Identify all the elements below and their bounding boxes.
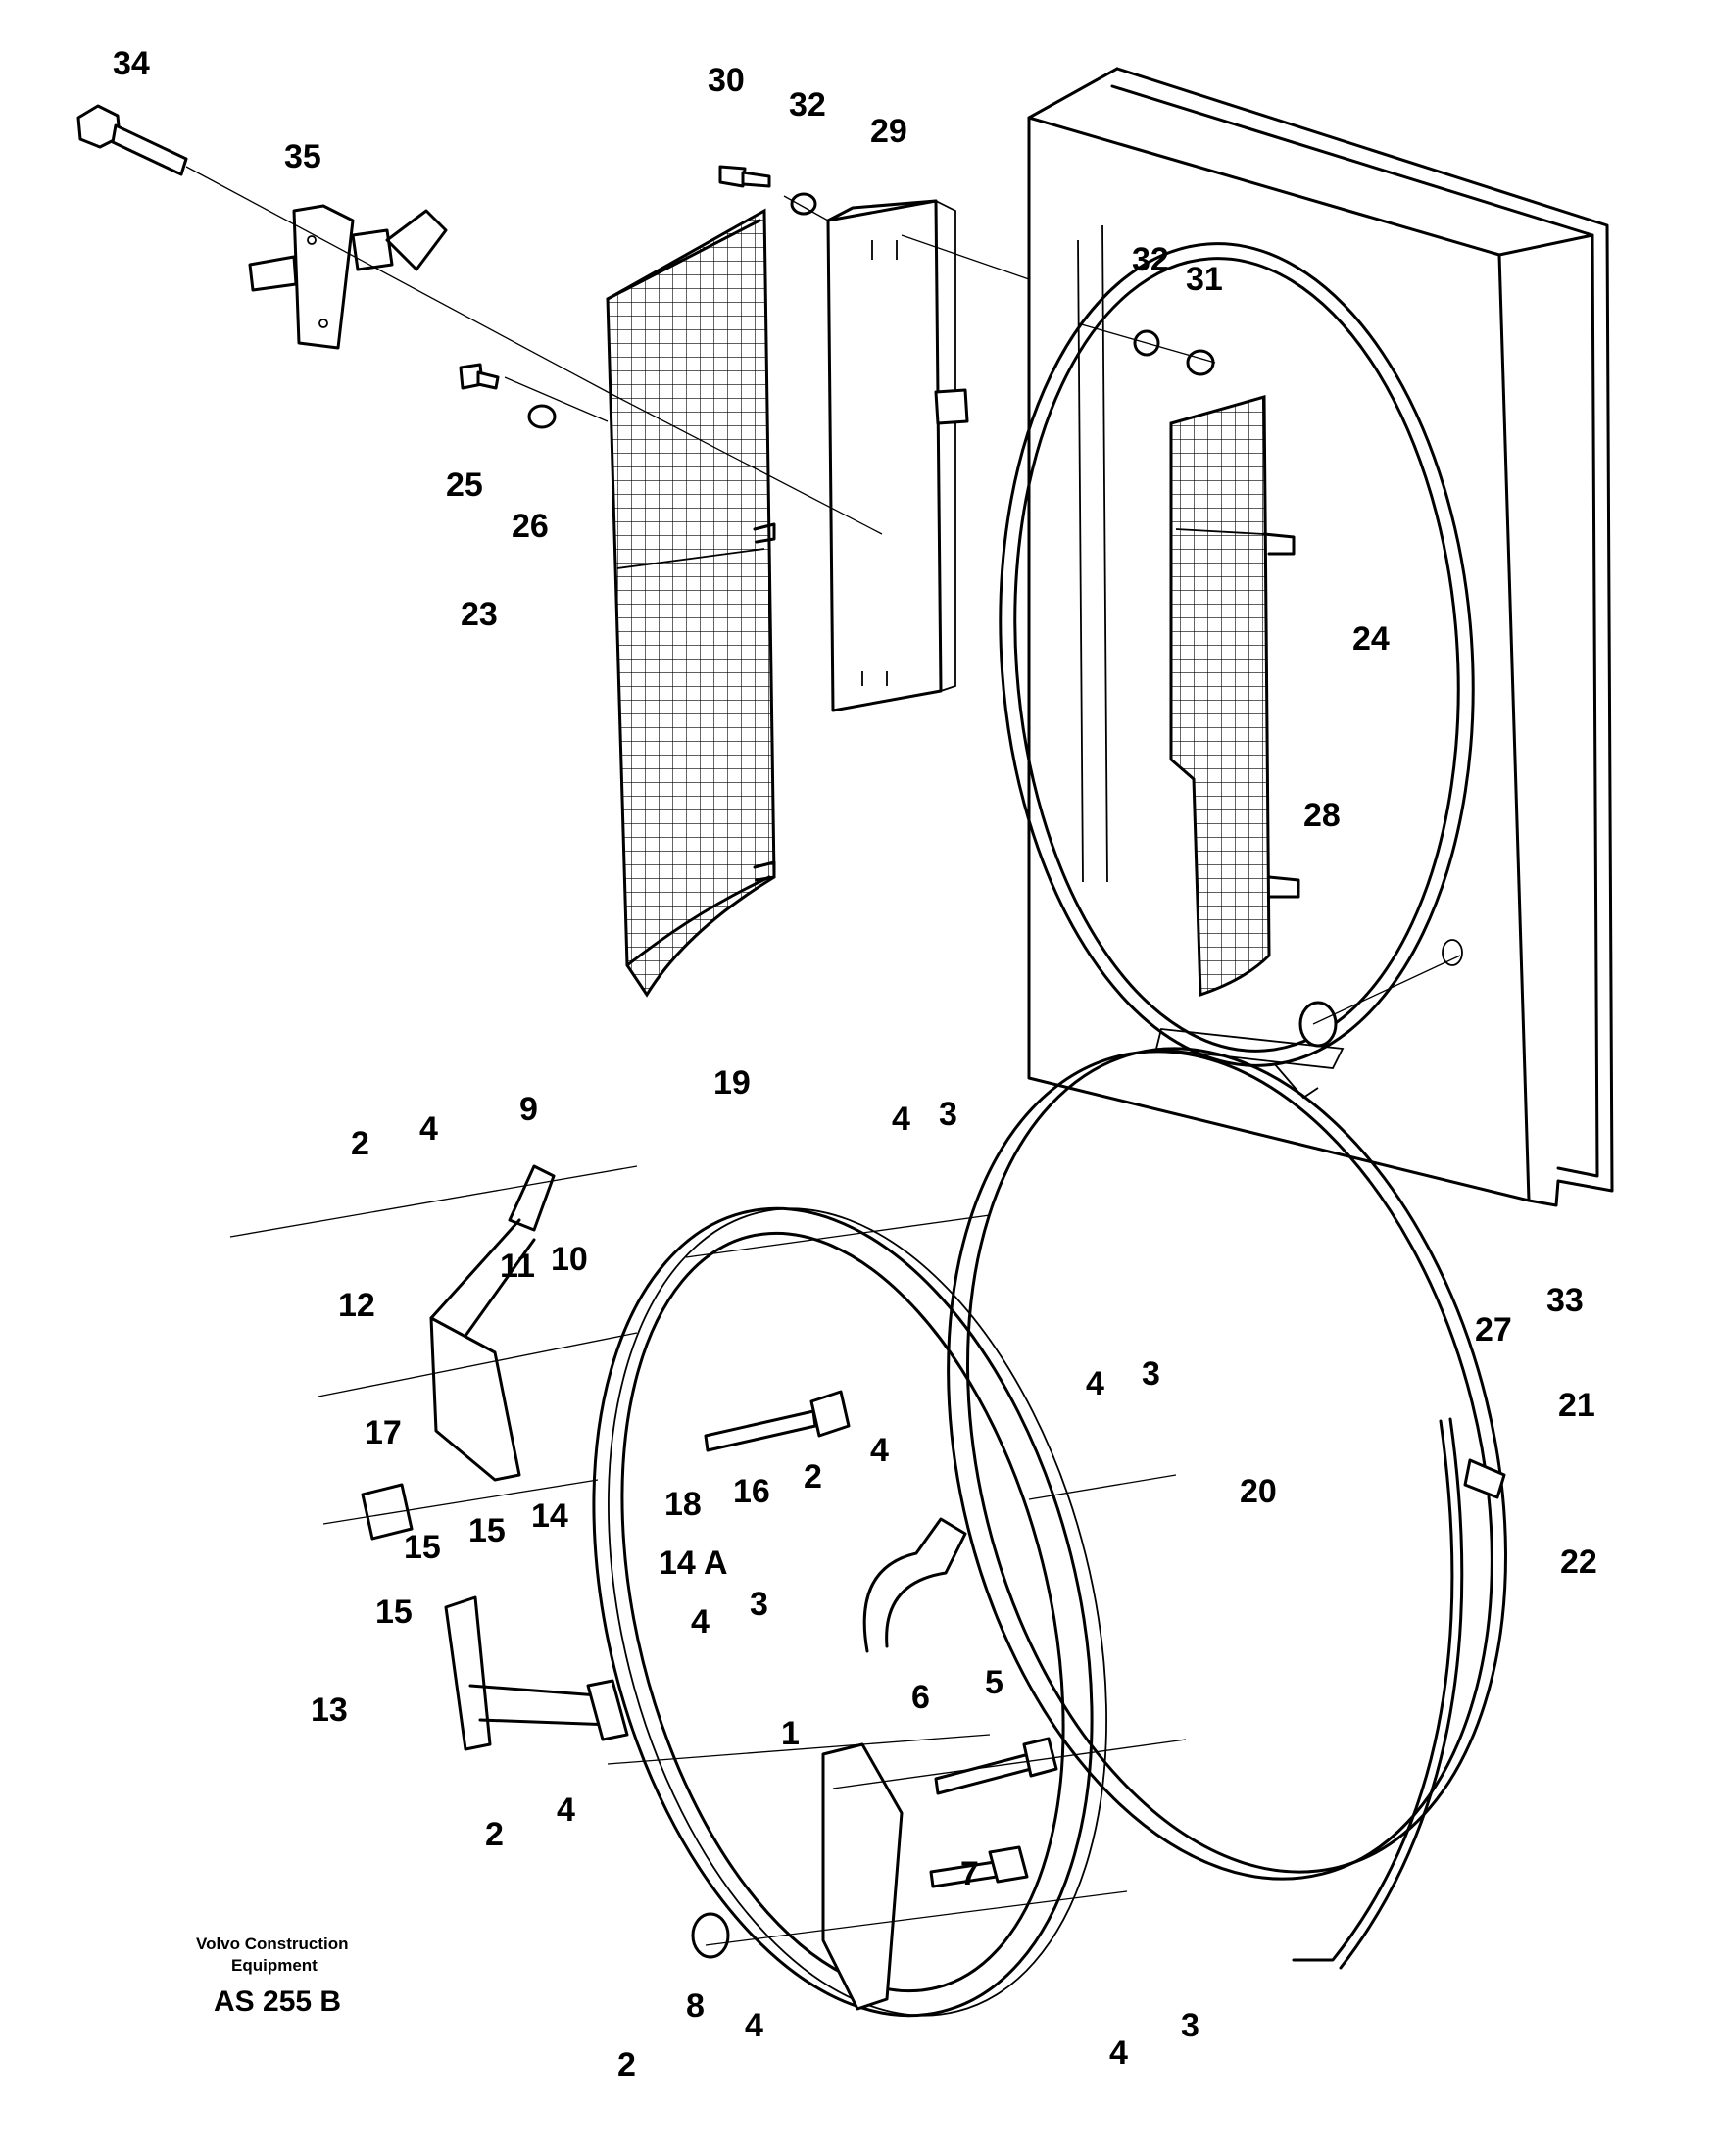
callout-33: 33 bbox=[1546, 1282, 1584, 1319]
callout-2: 2 bbox=[804, 1458, 822, 1495]
bracket-1 bbox=[821, 1517, 967, 2011]
callout-2: 2 bbox=[351, 1125, 369, 1162]
callout-4: 4 bbox=[419, 1110, 438, 1148]
callout-14: 14 bbox=[531, 1497, 568, 1535]
callout-4: 4 bbox=[557, 1791, 575, 1829]
callout-3: 3 bbox=[939, 1096, 957, 1133]
callout-12: 12 bbox=[338, 1287, 375, 1324]
latch-35 bbox=[248, 204, 448, 350]
callout-17: 17 bbox=[365, 1414, 402, 1451]
callout-1: 1 bbox=[781, 1715, 800, 1752]
callout-31: 31 bbox=[1186, 261, 1223, 298]
callout-2: 2 bbox=[485, 1816, 504, 1853]
seal-ring-20 bbox=[947, 1047, 1507, 1881]
callout-2: 2 bbox=[617, 2046, 636, 2083]
callout-21: 21 bbox=[1558, 1387, 1595, 1424]
callout-27: 27 bbox=[1475, 1311, 1512, 1348]
callout-3: 3 bbox=[1181, 2007, 1199, 2044]
callout-28: 28 bbox=[1303, 797, 1341, 834]
callout-29: 29 bbox=[870, 113, 907, 150]
callout-4: 4 bbox=[892, 1101, 910, 1138]
callout-14A: 14 A bbox=[659, 1544, 728, 1582]
callout-7: 7 bbox=[960, 1855, 979, 1892]
callout-24: 24 bbox=[1352, 620, 1390, 658]
callout-32: 32 bbox=[1132, 241, 1169, 278]
callout-34: 34 bbox=[113, 45, 150, 82]
bracket-29 bbox=[826, 199, 969, 712]
callout-4: 4 bbox=[745, 2007, 763, 2044]
callout-3: 3 bbox=[750, 1586, 768, 1623]
left-grille bbox=[606, 208, 776, 998]
callout-8: 8 bbox=[686, 1987, 705, 2025]
hose-21-22 bbox=[1292, 1417, 1506, 1970]
callout-19: 19 bbox=[713, 1064, 751, 1102]
bracket-13 bbox=[444, 1595, 629, 1751]
callout-15: 15 bbox=[404, 1529, 441, 1566]
callout-4: 4 bbox=[870, 1432, 889, 1469]
callout-32: 32 bbox=[789, 86, 826, 123]
callout-4: 4 bbox=[1086, 1365, 1104, 1402]
callout-16: 16 bbox=[733, 1473, 770, 1510]
bolt-34 bbox=[76, 104, 188, 176]
fan-ring-19 bbox=[592, 1206, 1107, 2018]
callout-11: 11 bbox=[500, 1248, 535, 1285]
callout-4: 4 bbox=[1109, 2034, 1128, 2072]
callout-25: 25 bbox=[446, 466, 483, 504]
bracket-9 bbox=[429, 1164, 556, 1482]
callout-23: 23 bbox=[461, 596, 498, 633]
callout-35: 35 bbox=[284, 138, 321, 175]
callout-26: 26 bbox=[512, 508, 549, 545]
callout-13: 13 bbox=[311, 1691, 348, 1729]
callout-15: 15 bbox=[468, 1512, 506, 1549]
manufacturer-name-line2: Equipment bbox=[231, 1956, 318, 1975]
illustration-code: AS 255 B bbox=[214, 1985, 342, 2018]
inner-grille bbox=[1169, 395, 1300, 998]
callout-20: 20 bbox=[1240, 1473, 1277, 1510]
callout-4: 4 bbox=[691, 1603, 710, 1641]
callout-15: 15 bbox=[375, 1593, 413, 1631]
fan-shroud-housing bbox=[999, 67, 1614, 1207]
explode-lines-lower bbox=[229, 1165, 1187, 1946]
manufacturer-name: Volvo Construction bbox=[196, 1935, 349, 1953]
callout-9: 9 bbox=[519, 1091, 538, 1128]
spacers-and-bolts-lower bbox=[361, 1390, 1058, 1959]
callout-22: 22 bbox=[1560, 1544, 1597, 1581]
callout-10: 10 bbox=[551, 1241, 588, 1278]
explode-lines-upper bbox=[185, 166, 1461, 1025]
callout-5: 5 bbox=[985, 1664, 1003, 1701]
callout-3: 3 bbox=[1142, 1355, 1160, 1393]
callout-6: 6 bbox=[911, 1679, 930, 1716]
callout-30: 30 bbox=[708, 62, 745, 99]
callout-18: 18 bbox=[664, 1486, 702, 1523]
